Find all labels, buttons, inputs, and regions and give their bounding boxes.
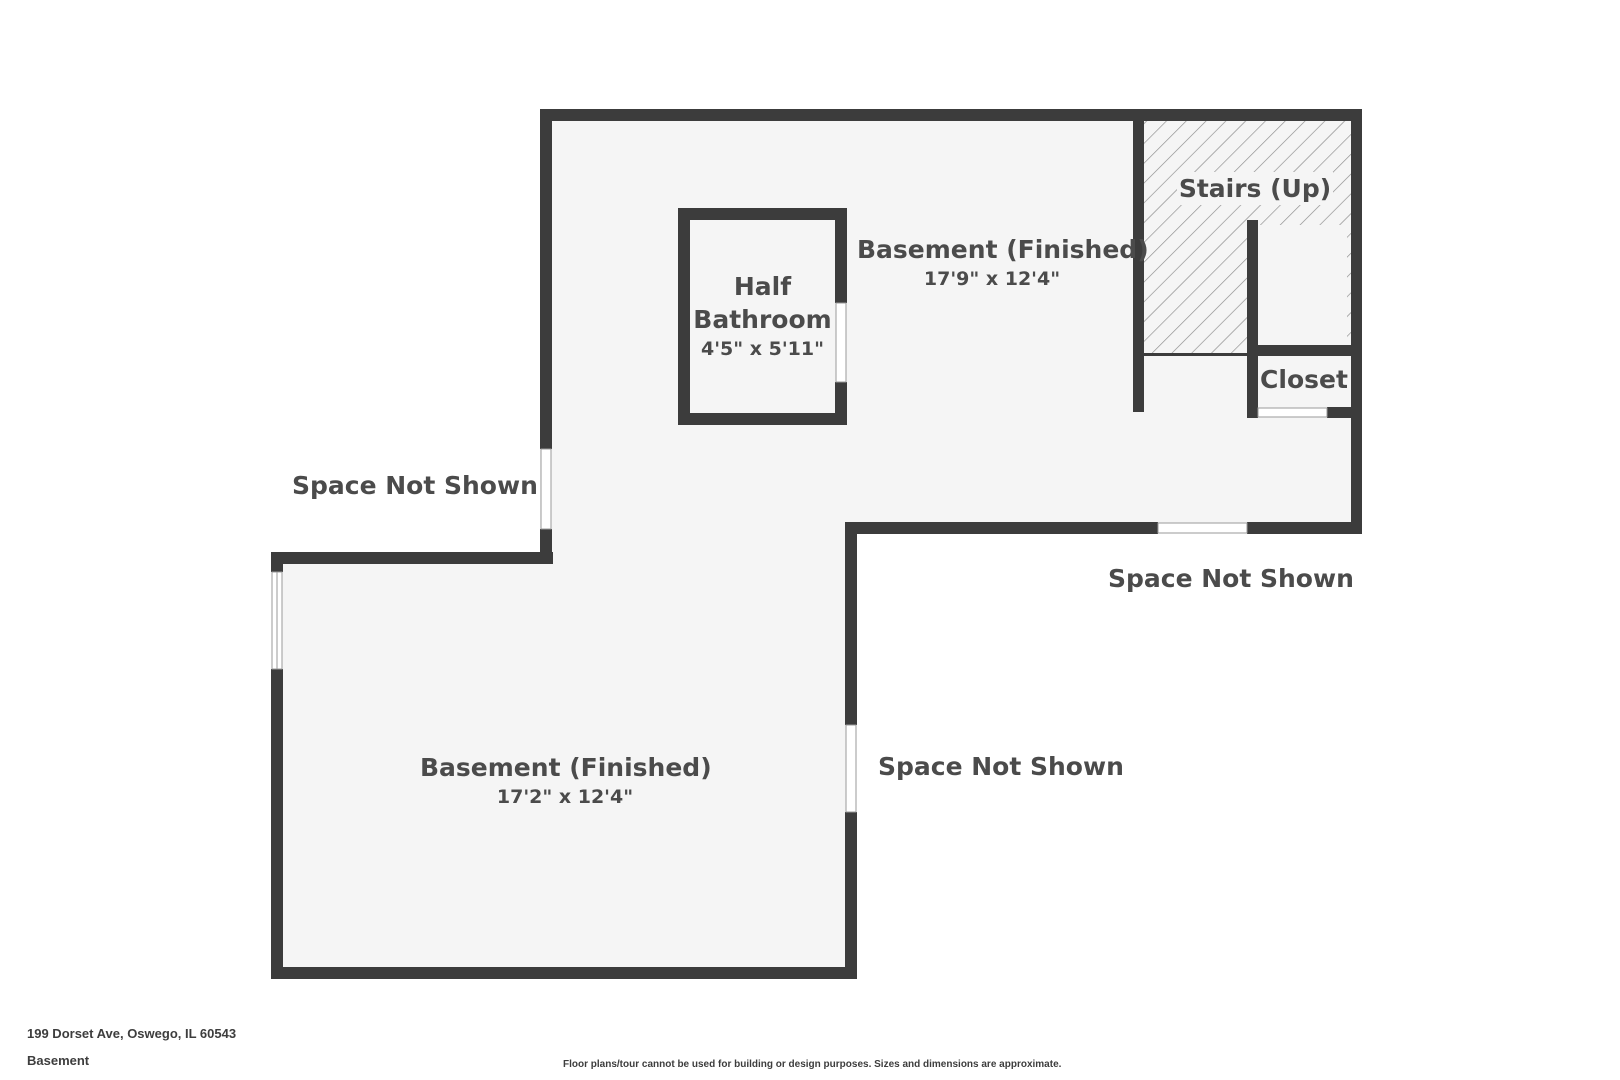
wall-right-bottom-right — [1247, 522, 1362, 534]
wall-right — [1351, 109, 1362, 534]
room-name: Closet — [1260, 365, 1348, 394]
wall-inner-vertical-lower — [845, 812, 857, 979]
wall-upper-left — [540, 109, 552, 449]
opening-bottom-right — [1157, 522, 1248, 534]
walls — [271, 109, 1362, 979]
wall-right-bottom-left — [845, 522, 1158, 534]
space-not-shown-right-middle: Space Not Shown — [878, 752, 1124, 781]
wall-bath-right-upper — [835, 208, 847, 303]
space-not-shown-left: Space Not Shown — [292, 471, 538, 500]
room-name: Basement (Finished) — [420, 753, 712, 782]
wall-stairs-center — [1247, 220, 1258, 418]
door-bath — [835, 302, 847, 383]
room-dimensions: 17'2" x 12'4" — [496, 786, 634, 808]
room-dimensions: 4'5" x 5'11" — [700, 338, 825, 360]
room-label-basement-lower: Basement (Finished) 17'2" x 12'4" — [420, 751, 712, 810]
footer-disclaimer: Floor plans/tour cannot be used for buil… — [563, 1059, 1062, 1070]
room-name-line1: Half — [733, 272, 792, 301]
stairs-landing-line — [1144, 353, 1248, 356]
wall-bath-bottom — [678, 413, 847, 425]
footer-floor-name: Basement — [27, 1053, 90, 1068]
footer-address: 199 Dorset Ave, Oswego, IL 60543 — [27, 1026, 237, 1041]
wall-top — [540, 109, 1361, 121]
room-name: Stairs (Up) — [1176, 172, 1334, 205]
wall-bath-top — [678, 208, 847, 220]
room-name: Basement (Finished) — [857, 235, 1149, 264]
room-label-closet: Closet — [1258, 363, 1350, 396]
wall-bath-left — [678, 208, 690, 425]
wall-bottom — [271, 967, 857, 979]
space-not-shown-right-top: Space Not Shown — [1108, 564, 1354, 593]
room-label-basement-upper: Basement (Finished) 17'9" x 12'4" — [857, 233, 1149, 292]
door-closet — [1257, 407, 1328, 418]
wall-closet-bottom — [1327, 407, 1362, 418]
room-label-half-bathroom: Half Bathroom 4'5" x 5'11" — [690, 270, 835, 362]
room-label-stairs: Stairs (Up) — [1170, 172, 1340, 205]
wall-inner-vertical-upper — [845, 522, 857, 725]
wall-closet-top — [1247, 345, 1362, 356]
opening-upper-left — [540, 448, 552, 530]
wall-stairs-divider — [1133, 109, 1144, 412]
opening-inner-vertical — [845, 724, 857, 813]
wall-upper-left-lower — [540, 529, 552, 564]
wall-left-step — [271, 552, 553, 564]
stairs-landing-fill — [1255, 225, 1347, 345]
wall-bath-right-lower — [835, 382, 847, 425]
wall-left-lower — [271, 669, 283, 979]
openings — [271, 302, 1328, 813]
room-dimensions: 17'9" x 12'4" — [923, 268, 1061, 290]
room-name-line2: Bathroom — [693, 305, 832, 334]
